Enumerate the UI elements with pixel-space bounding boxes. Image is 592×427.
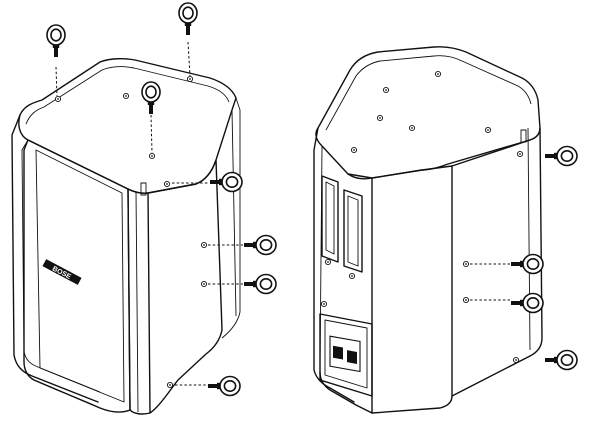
mount-hole — [54, 95, 62, 103]
mount-hole — [148, 152, 156, 160]
mount-hole — [122, 92, 130, 100]
eyebolt-icon — [46, 24, 66, 58]
right-speaker — [313, 46, 578, 414]
eyebolt-icon — [510, 253, 544, 275]
mount-hole — [320, 300, 328, 308]
mount-hole — [382, 86, 390, 94]
eyebolt-icon — [544, 145, 578, 167]
mount-hole — [462, 296, 470, 304]
mount-hole — [324, 258, 332, 266]
mount-hole — [434, 70, 442, 78]
mount-hole — [348, 272, 356, 280]
mount-hole — [166, 381, 174, 389]
mount-hole — [186, 75, 194, 83]
handle-left — [321, 175, 339, 263]
eyebolt-icon — [178, 2, 198, 36]
eyebolt-icon — [510, 292, 544, 314]
eyebolt-icon — [141, 81, 161, 115]
mount-hole — [350, 146, 358, 154]
mount-hole — [516, 150, 524, 158]
mount-hole — [163, 180, 171, 188]
mount-hole — [376, 114, 384, 122]
eyebolt-icon — [544, 349, 578, 371]
eyebolt-icon — [243, 273, 277, 295]
mount-hole — [200, 241, 208, 249]
mount-hole — [200, 280, 208, 288]
eyebolt-icon — [207, 375, 241, 397]
eyebolt-icon — [209, 171, 243, 193]
mount-hole — [512, 356, 520, 364]
left-speaker: BOSE — [11, 2, 277, 415]
mount-hole — [462, 260, 470, 268]
handle-right — [343, 189, 363, 273]
input-panel — [319, 313, 373, 397]
logo-badge: BOSE — [42, 259, 82, 285]
eyebolt-icon — [243, 234, 277, 256]
mount-hole — [408, 124, 416, 132]
mount-hole — [484, 126, 492, 134]
right-speaker-top — [315, 46, 541, 180]
left-speaker-top — [18, 57, 237, 194]
